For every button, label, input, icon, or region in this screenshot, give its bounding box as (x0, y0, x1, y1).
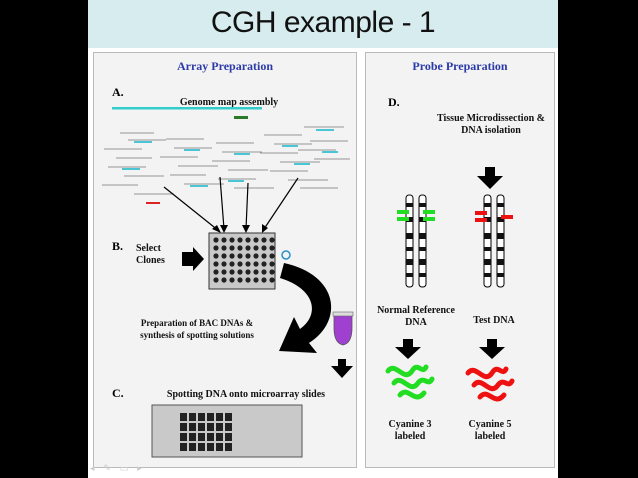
selection-arrows (163, 176, 299, 232)
green-marker (234, 116, 248, 119)
array-preparation-heading: Array Preparation (176, 59, 274, 73)
pipette-tip (281, 250, 291, 260)
label-c: C. (112, 386, 124, 400)
curved-arrow (279, 263, 332, 353)
cy3-probe (385, 364, 435, 400)
probe-preparation-panel: Probe Preparation D. Tissue Microdissect… (365, 52, 555, 468)
slide-toolbar[interactable]: ◂ ✎ ▭ ▸ (90, 464, 145, 474)
slide-spots (180, 413, 232, 451)
selection-arrowheads (212, 224, 268, 233)
contig-map (102, 126, 350, 195)
genome-map-label: Genome map assembly (179, 97, 279, 108)
cy5-label: Cyanine 5 labeled (468, 419, 512, 442)
test-chromosomes (475, 194, 513, 288)
slide-title: CGH example - 1 (210, 6, 436, 39)
array-preparation-graphics (102, 107, 354, 458)
genome-map-bar (112, 107, 262, 110)
label-b: B. (112, 239, 124, 253)
normal-label: Normal Reference DNA (377, 305, 455, 328)
slide: CGH example - 1 Array Preparation A. Gen… (88, 0, 558, 478)
contig-highlights (122, 129, 338, 187)
test-arrow (479, 339, 505, 359)
tissue-arrow (477, 167, 503, 189)
title-bar: CGH example - 1 (88, 0, 558, 48)
array-preparation-panel: Array Preparation A. Genome map assembly (93, 52, 357, 468)
normal-chromosomes (397, 194, 435, 288)
label-d: D. (388, 95, 400, 109)
normal-arrow (395, 339, 421, 359)
test-label: Test DNA (473, 315, 515, 326)
spotting-label: Spotting DNA onto microarray slides (166, 389, 326, 400)
select-clones-label: Select Clones (136, 243, 165, 266)
probe-preparation-heading: Probe Preparation (412, 59, 508, 73)
cy5-probe (465, 366, 515, 402)
label-a: A. (112, 85, 124, 99)
plate-wells (213, 237, 275, 283)
tube (333, 314, 353, 346)
probe-preparation-graphics (385, 167, 515, 402)
tissue-label: Tissue Microdissection & DNA isolation (437, 113, 545, 136)
cy3-label: Cyanine 3 labeled (388, 419, 432, 442)
preparation-label: Preparation of BAC DNAs & synthesis of s… (140, 318, 254, 340)
select-arrow (182, 247, 204, 271)
down-arrow (331, 359, 353, 378)
